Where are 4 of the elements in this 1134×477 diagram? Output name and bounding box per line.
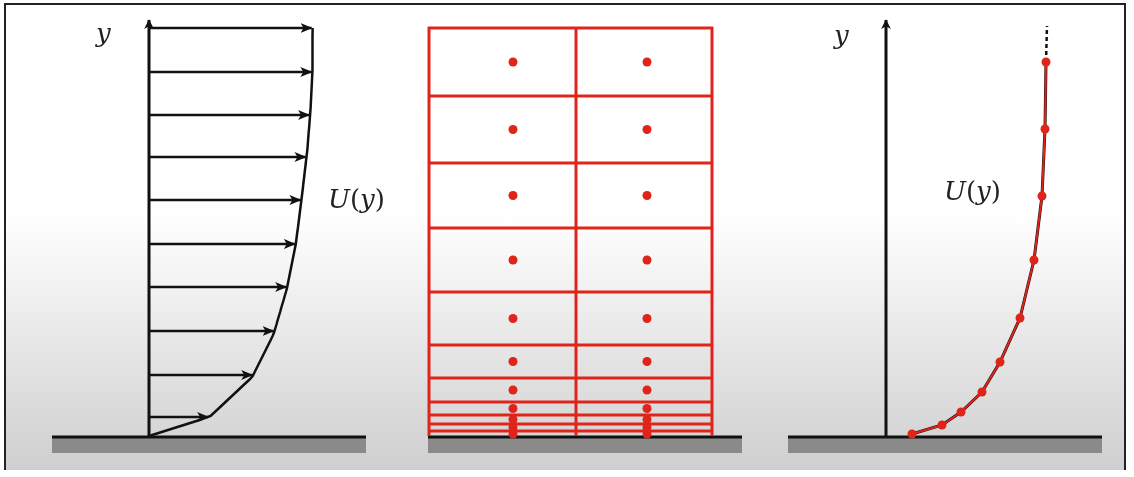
function-label: U(y) (944, 178, 1001, 204)
axis-label: y (834, 22, 849, 48)
function-label: U(y) (328, 186, 385, 212)
axis-label: y (96, 20, 111, 46)
